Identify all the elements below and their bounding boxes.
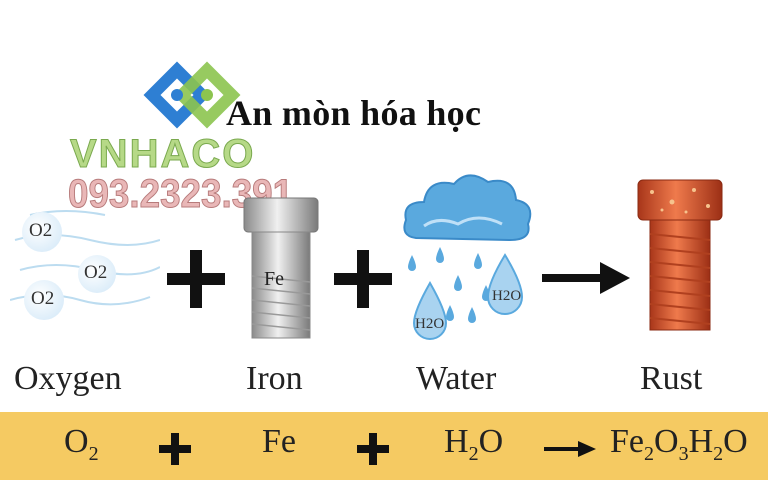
oxygen-bubble-icon: [22, 212, 62, 252]
equation-o2: O2: [64, 423, 99, 465]
page-title: An mòn hóa học: [226, 93, 482, 133]
water-drop-label: H2O: [415, 316, 445, 332]
oxygen-bubble-icon: [24, 280, 64, 320]
bolt-icon: [243, 197, 319, 339]
plus-icon: [167, 250, 225, 308]
plus-icon: [159, 433, 191, 465]
equation-fe: Fe: [262, 423, 296, 460]
cloud-icon: [403, 174, 532, 242]
logo-mark-icon: [143, 61, 241, 129]
plus-icon: [357, 433, 389, 465]
rusty-bolt-icon: [637, 179, 723, 331]
iron-tag: Fe: [264, 268, 284, 290]
oxygen-bubble-icon: [78, 255, 116, 293]
label-iron: Iron: [246, 360, 303, 397]
oxygen-bubble-label: O2: [84, 262, 108, 283]
label-oxygen: Oxygen: [14, 360, 122, 397]
plus-icon: [334, 250, 392, 308]
label-water: Water: [416, 360, 497, 397]
arrow-right-icon: [544, 441, 596, 457]
oxygen-bubble-label: O2: [31, 288, 55, 309]
oxygen-bubble-label: O2: [29, 220, 53, 241]
equation-h2o: H2O: [444, 423, 504, 465]
water-drop-icon: [408, 247, 524, 340]
brand-name: VNHACO: [69, 132, 256, 177]
equation-product: Fe2O3H2O: [610, 423, 748, 465]
label-rust: Rust: [640, 360, 703, 397]
arrow-right-icon: [542, 262, 630, 294]
water-drop-label: H2O: [492, 288, 522, 304]
